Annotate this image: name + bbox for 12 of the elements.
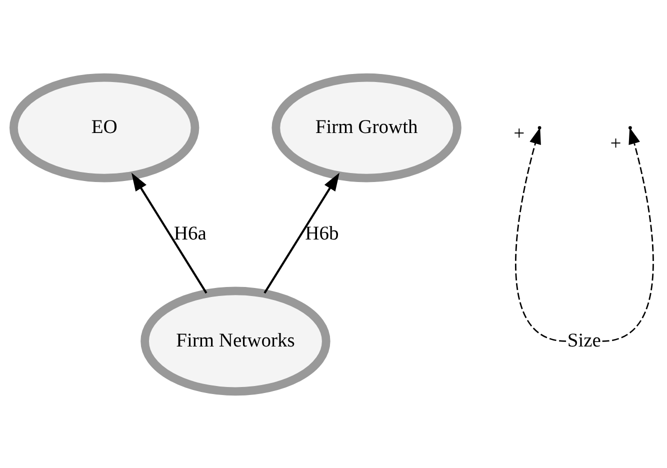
edge-label: H6a: [174, 223, 206, 244]
arrow: [602, 126, 654, 342]
edge-label: H6b: [305, 223, 339, 244]
node-ellipse: Firm Networks: [140, 286, 330, 396]
node-text: Size: [567, 330, 601, 351]
edge-label: +: [610, 133, 622, 154]
edge-label: +: [514, 122, 525, 144]
node-ellipse: EO: [10, 72, 200, 182]
node-ellipse: Firm Growth: [272, 72, 462, 182]
arrow: [264, 172, 340, 294]
arrow: [131, 172, 208, 294]
arrow: [515, 126, 566, 342]
